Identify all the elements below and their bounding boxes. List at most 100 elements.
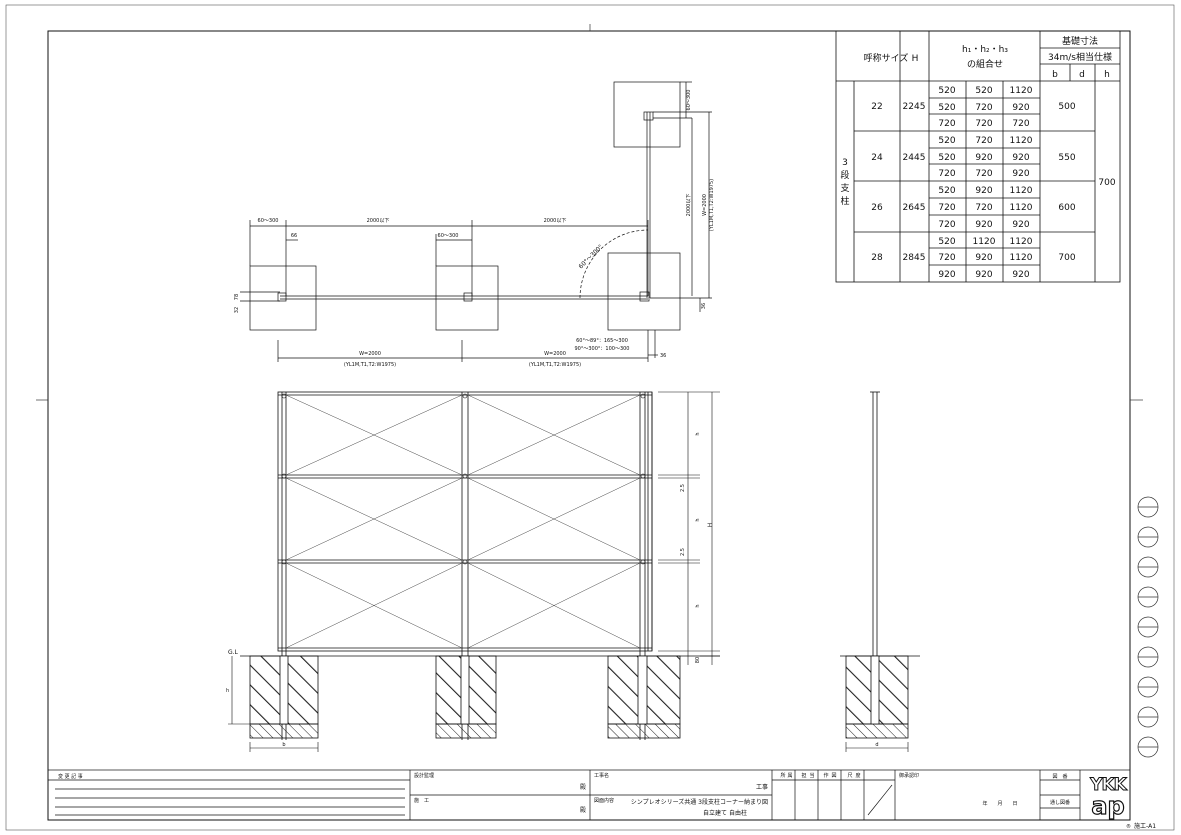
plan-dim-2000-2: 2000以下: [544, 218, 567, 224]
elev-found-h: h: [226, 688, 229, 694]
group-label-char: 段: [840, 169, 849, 181]
logo-bottom: ap: [1091, 792, 1124, 820]
elev-found-b: b: [282, 742, 285, 748]
combo-cell: 1120: [1010, 237, 1033, 247]
combo-cell: 520: [938, 136, 955, 146]
col-wind-spec: 34m/s相当仕様: [1048, 51, 1112, 63]
combo-cell: 720: [975, 119, 992, 129]
tb-drawing-label: 図面内容: [594, 797, 614, 804]
combo-cell: 920: [1012, 220, 1029, 230]
col-combo-line2: の組合せ: [967, 58, 1003, 70]
foundation-h-value: 700: [1098, 178, 1115, 188]
row-b: 600: [1058, 203, 1075, 213]
elev-dim-80: 80: [695, 657, 701, 663]
row-size: 28: [871, 253, 883, 263]
tb-project-label: 工事名: [594, 772, 609, 779]
tb-copyright-mark: ®: [1126, 823, 1131, 830]
combo-cell: 720: [1012, 119, 1029, 129]
combo-cell: 720: [938, 203, 955, 213]
group-label-char: 支: [840, 182, 849, 194]
combo-cell: 520: [938, 103, 955, 113]
plan-dim-2000-1: 2000以下: [367, 218, 390, 224]
sub-d: d: [1079, 70, 1085, 80]
tb-stamp-col: 図: [831, 773, 836, 779]
combo-cell: 720: [938, 169, 955, 179]
tb-stamp-col: 尺: [847, 773, 852, 779]
tb-stamp-col: 所: [780, 772, 785, 779]
combo-cell: 920: [1012, 169, 1029, 179]
tb-approval-label: 御承認印: [899, 772, 919, 779]
combo-cell: 1120: [1010, 186, 1033, 196]
plan-angle-note-2: 90°～300°：100～300: [575, 346, 630, 352]
tb-serial-label: 通し図番: [1050, 799, 1070, 806]
brand-logo: YKK ap: [1089, 775, 1129, 821]
plan-dim-mid-clearance: 60～300: [438, 233, 459, 239]
col-combo-line1: h₁・h₂・h₃: [962, 45, 1008, 55]
combo-cell: 1120: [1010, 136, 1033, 146]
combo-cell: 1120: [1010, 203, 1033, 213]
combo-cell: 720: [975, 169, 992, 179]
combo-cell: 920: [975, 186, 992, 196]
combo-cell: 520: [975, 86, 992, 96]
logo-top: YKK: [1089, 775, 1127, 795]
side-elevation: d: [840, 391, 920, 752]
row-size: 26: [871, 203, 883, 213]
combo-cell: 520: [938, 86, 955, 96]
tb-date-label: 年 月 日: [982, 800, 1017, 807]
combo-cell: 920: [975, 153, 992, 163]
tb-drawing-title: シンプレオシリーズ共通 3段支柱コーナー納まり図: [631, 798, 768, 806]
sub-h: h: [1104, 70, 1110, 80]
inner-frame: [47, 30, 1131, 821]
plan-dim-78: 78: [234, 294, 240, 300]
combo-cell: 920: [1012, 103, 1029, 113]
col-h: H: [912, 54, 919, 64]
tb-stamp-col: 担: [801, 772, 806, 779]
tb-construction-label: 施 工: [414, 797, 429, 804]
group-label-char: 柱: [840, 195, 849, 207]
tb-drawing-no-label: 図 番: [1052, 773, 1067, 780]
sub-b: b: [1052, 70, 1058, 80]
combo-cell: 1120: [1010, 86, 1033, 96]
plan-dim-w2000-1: W=2000: [359, 351, 381, 357]
elev-H: H: [707, 523, 714, 528]
elev-gap-1: 2.5: [680, 484, 686, 492]
combo-cell: 920: [938, 270, 955, 280]
tb-drawing-sub: 自立建て 自由柱: [703, 809, 747, 817]
revision-circles: [1137, 496, 1159, 758]
tb-stamp-col: 作: [823, 772, 828, 779]
tb-stamp-col: 度: [855, 772, 860, 779]
combo-cell: 920: [975, 253, 992, 263]
combo-cell: 920: [975, 270, 992, 280]
row-H: 2845: [903, 253, 926, 263]
row-b: 550: [1058, 153, 1075, 163]
group-label-char: 3: [842, 158, 848, 168]
combo-cell: 520: [938, 237, 955, 247]
tb-revision-label: 変 更 記 事: [58, 773, 83, 780]
plan-dim-left-clearance: 60～300: [258, 218, 279, 224]
combo-cell: 720: [975, 103, 992, 113]
tb-design-suffix: 殿: [580, 784, 586, 791]
plan-view: 60～300 66 2000以下 60～300 2000以下 60～300 20…: [234, 81, 715, 368]
row-b: 500: [1058, 102, 1075, 112]
row-size: 24: [871, 153, 883, 163]
tb-stamp-col: 属: [787, 773, 792, 779]
plan-dim-36-bottom: 36: [660, 353, 666, 359]
plan-dim-top-clearance: 60～300: [686, 90, 692, 111]
tb-design-label: 設計監理: [414, 772, 434, 779]
combo-cell: 720: [938, 119, 955, 129]
plan-dim-w2000-vertical: W=2000: [702, 194, 708, 216]
combo-cell: 720: [975, 203, 992, 213]
front-elevation: h 2.5 h 2.5 h H 80 G.L h b: [226, 391, 720, 752]
plan-dim-w2000-2-sub: (YL1M,T1,T2:W1975): [529, 362, 581, 368]
elev-h-bot: h: [695, 604, 701, 607]
combo-cell: 920: [1012, 153, 1029, 163]
plan-angle: 60°～300°: [577, 243, 604, 270]
combo-cell: 1120: [1010, 253, 1033, 263]
plan-dim-36-right: 36: [701, 303, 707, 309]
plan-dim-66: 66: [291, 233, 297, 239]
combo-cell: 520: [938, 153, 955, 163]
row-H: 2445: [903, 153, 926, 163]
combo-cell: 1120: [973, 237, 996, 247]
plan-angle-note-1: 60°～89°：165～300: [576, 338, 628, 344]
elev-h-top: h: [695, 432, 701, 435]
